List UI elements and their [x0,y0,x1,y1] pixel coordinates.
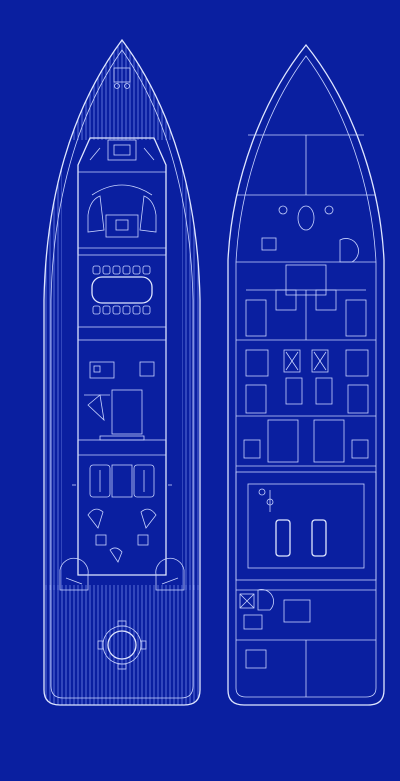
main-deck-hull-outline [43,38,201,706]
aft-stairs [59,484,185,591]
lazarette [236,589,376,697]
engine-room [235,471,377,581]
lower-deck-plan [227,43,385,706]
dining-room [77,254,167,328]
sky-lounge [78,171,166,249]
superstructure-outline [77,137,167,576]
main-deck-bulwark [50,49,194,699]
aft-deck-table [97,620,147,670]
engine-starboard [311,519,327,557]
cabin-bed-port [267,419,299,463]
dining-table [91,276,153,304]
crew-quarters [236,205,376,263]
engine-port [275,519,291,557]
bow-anchor-icon [113,67,131,89]
main-deck-plan [43,38,201,706]
main-salon [78,454,166,563]
galley [77,339,167,441]
dining-chairs [92,265,151,315]
teak-decking [44,40,200,705]
foredeck-lounge [89,139,155,161]
lower-deck-hull-outline [227,43,385,706]
guest-cabins [236,264,376,467]
cabin-bed-starboard [313,419,345,463]
